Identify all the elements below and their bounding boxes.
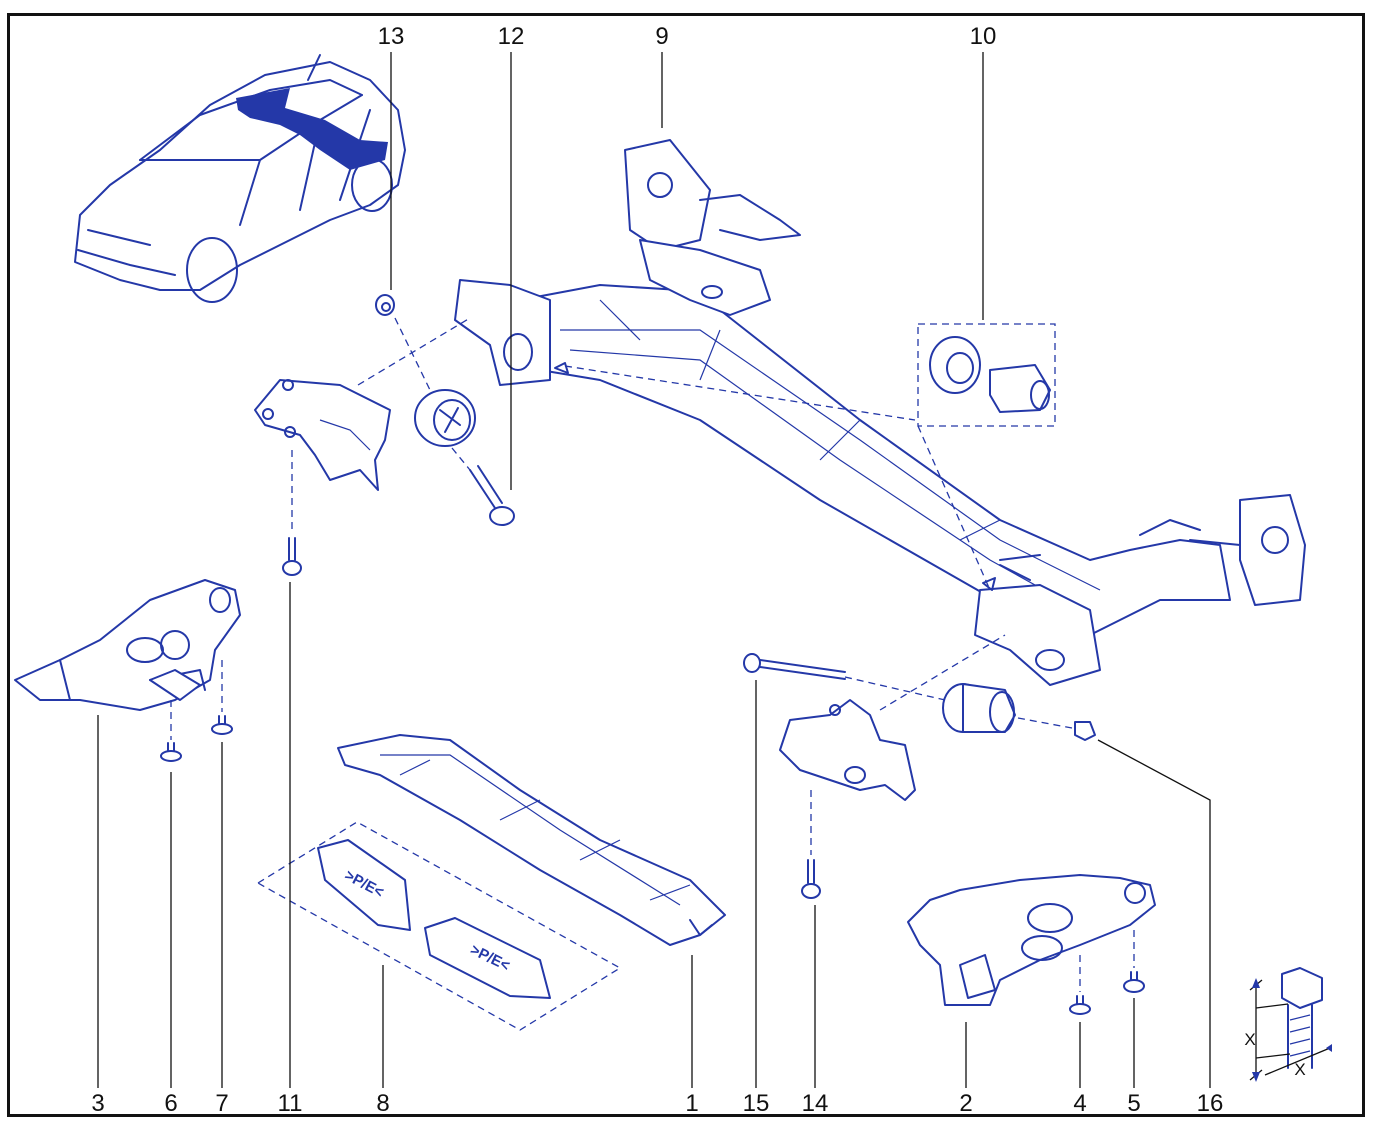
dimension-label-width: X bbox=[1294, 1060, 1305, 1079]
callout-2: 2 bbox=[959, 1090, 972, 1117]
callout-4: 4 bbox=[1073, 1090, 1086, 1117]
assembly-dashed-lines bbox=[170, 317, 1135, 992]
bolt-dimension-detail: X X bbox=[1244, 967, 1332, 1082]
callout-12: 12 bbox=[498, 23, 525, 50]
car-thumbnail bbox=[74, 54, 406, 303]
screw-11 bbox=[282, 537, 302, 576]
clip-6 bbox=[160, 742, 182, 762]
left-bushing-bracket bbox=[254, 379, 391, 491]
bolt-15 bbox=[743, 653, 846, 680]
screw-14 bbox=[801, 859, 821, 899]
callout-7: 7 bbox=[215, 1090, 228, 1117]
left-underbody-shield bbox=[14, 579, 241, 711]
nut-13 bbox=[375, 294, 395, 316]
right-bushing-bracket bbox=[779, 699, 916, 801]
bolt-12 bbox=[469, 465, 515, 526]
callout-13: 13 bbox=[378, 23, 405, 50]
callout-9: 9 bbox=[655, 23, 668, 50]
clip-5 bbox=[1123, 971, 1145, 993]
callout-10: 10 bbox=[970, 23, 997, 50]
dimension-label-length: X bbox=[1244, 1030, 1255, 1049]
diagram-frame bbox=[7, 13, 1365, 1117]
callout-labels: 13 12 9 10 3 6 7 11 8 1 15 14 2 4 5 16 bbox=[91, 23, 1223, 1117]
center-underbody-shield bbox=[337, 734, 726, 946]
clip-7 bbox=[211, 715, 233, 735]
callout-16: 16 bbox=[1197, 1090, 1224, 1117]
callout-11: 11 bbox=[278, 1090, 303, 1117]
callout-1: 1 bbox=[685, 1090, 698, 1117]
bushing-detail-box bbox=[917, 323, 1056, 427]
right-underbody-shield bbox=[907, 874, 1156, 1006]
callout-6: 6 bbox=[164, 1090, 177, 1117]
callout-5: 5 bbox=[1127, 1090, 1140, 1117]
rear-axle-beam bbox=[454, 139, 1306, 686]
left-axle-bushing bbox=[414, 389, 476, 447]
clip-4 bbox=[1069, 995, 1091, 1015]
shield-plate-kit: >P/E< >P/E< bbox=[256, 821, 622, 1031]
right-axle-bushing bbox=[942, 683, 1016, 733]
callout-14: 14 bbox=[802, 1090, 829, 1117]
callout-8: 8 bbox=[376, 1090, 389, 1117]
nut-16 bbox=[1074, 721, 1096, 741]
callout-15: 15 bbox=[743, 1090, 770, 1117]
callout-leader-lines bbox=[97, 52, 1211, 1088]
callout-3: 3 bbox=[91, 1090, 104, 1117]
